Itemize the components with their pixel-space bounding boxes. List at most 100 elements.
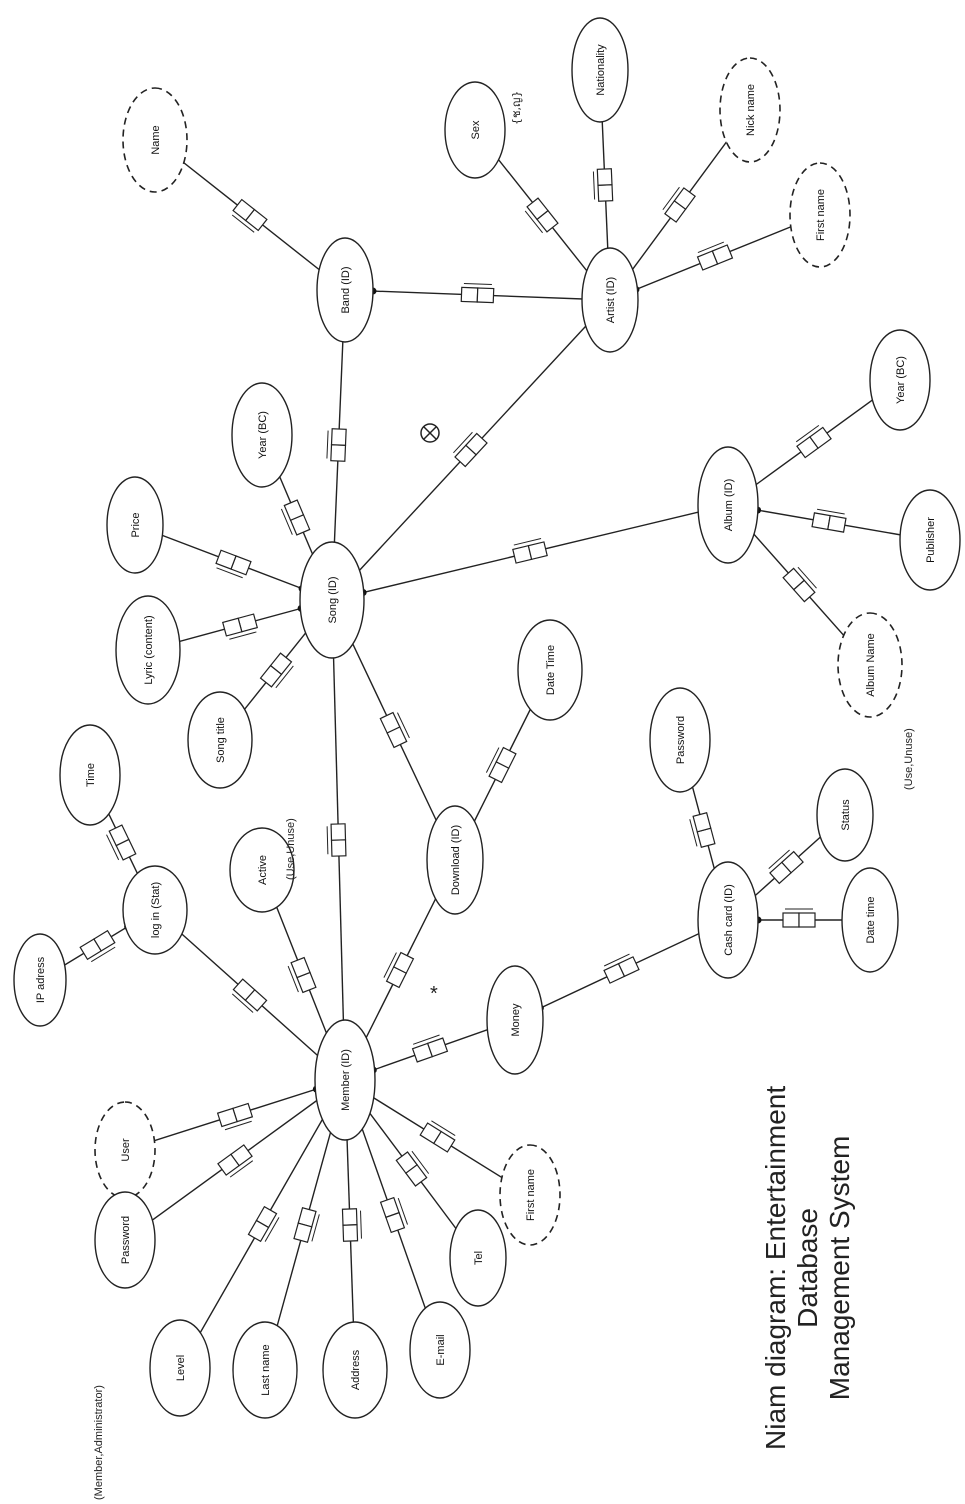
entity-label: Nationality [595,44,607,96]
entity-label: Nick name [745,84,757,136]
role-box-song-artist [452,431,487,467]
entity-band: Band (ID) [317,238,373,342]
role-box-song-year_song [281,500,310,536]
entity-cashcard: Cash card (ID) [698,862,758,978]
caption-line-1: Niam diagram: Entertainment [760,1086,792,1450]
sex-values-note: {ช,ญ} [510,91,523,125]
entity-password_c: Password [650,688,710,792]
entity-nickname: Nick name [720,58,780,162]
entity-label: Level [175,1355,187,1381]
entity-label: log in (Stat) [150,882,162,938]
entity-money: Money [487,966,543,1074]
entity-label: First name [525,1169,537,1221]
entity-lastname: Last name [233,1322,297,1418]
entity-label: Money [510,1003,522,1037]
use-unuse-note-card: (Use,Unuse) [903,728,915,790]
entity-label: Lyric (content) [143,615,155,684]
entity-label: Band (ID) [340,266,352,313]
caption-line-2: Database [792,1086,824,1450]
entity-label: Date time [865,896,877,943]
role-box-member-firstname_m [420,1120,457,1152]
role-box-cashcard-password_c [689,813,715,849]
role-box-cashcard-datetime_c [783,909,815,927]
entity-user: User [95,1102,155,1198]
entity-label: Download (ID) [450,825,462,895]
role-box-member-song [327,824,346,856]
entity-album: Album (ID) [698,447,758,563]
role-box-artist-firstname_a [696,241,732,270]
role-box-member-download [383,951,413,988]
entity-label: Publisher [925,517,937,563]
role-box-member-level [248,1207,280,1244]
caption-line-3: Management System [824,1086,856,1450]
entity-firstname_m: First name [500,1145,560,1245]
entity-email: E-mail [410,1302,470,1398]
role-box-album-albumname [783,566,818,602]
entity-label: Sex [470,120,482,139]
asterisk-mark: * [430,983,438,1005]
entity-label: Year (BC) [257,411,269,459]
entity-label: Address [350,1349,362,1390]
role-box-member-active [287,958,316,994]
entity-label: Price [130,512,142,537]
role-box-login-ipaddr [80,931,117,963]
entity-nationality: Nationality [572,18,628,122]
role-box-song-band [327,429,346,462]
entity-firstname_a: First name [790,163,850,267]
role-box-song-download [380,711,410,748]
role-box-member-address [342,1209,361,1242]
role-box-money-cashcard [602,953,639,983]
entity-label: Tel [473,1251,485,1265]
entity-sex: Sex [445,82,505,178]
entity-login: log in (Stat) [123,866,187,954]
entity-label: E-mail [435,1334,447,1365]
entity-level: Level [150,1320,210,1416]
entity-label: Song (ID) [327,576,339,623]
entity-label: Time [85,763,97,787]
entity-label: User [120,1138,132,1162]
member-admin-note: (Member,Administrator) [93,1385,105,1500]
entity-song: Song (ID) [300,542,364,658]
entity-label: Password [120,1216,132,1264]
entity-year_album: Year (BC) [870,330,930,430]
role-box-song-price [215,550,251,578]
entity-label: Active [257,855,269,885]
entity-label: Last name [260,1344,272,1395]
entity-year_song: Year (BC) [232,383,292,487]
entity-label: Name [150,125,162,154]
entity-password_m: Password [95,1192,155,1288]
entity-time: Time [60,725,120,825]
entity-label: Date Time [545,645,557,695]
entity-albumname: Album Name [838,613,902,717]
role-box-member-user [218,1103,254,1130]
role-box-member-login [231,979,267,1014]
exclusion-symbol [421,424,439,442]
entity-label: Year (BC) [895,356,907,404]
role-box-login-time [106,825,136,862]
diagram-caption: Niam diagram: Entertainment Database Man… [760,1086,856,1450]
entity-publisher: Publisher [900,490,960,590]
role-boxes [80,169,846,1244]
role-box-song-lyric [223,614,259,640]
entity-label: Member (ID) [340,1049,352,1111]
entity-label: Password [675,716,687,764]
entity-label: Cash card (ID) [723,884,735,956]
entity-label: Artist (ID) [605,277,617,323]
entity-songtitle: Song title [188,692,252,788]
entity-status: Status [817,769,873,861]
entity-label: IP adress [35,956,47,1003]
entity-label: First name [815,189,827,241]
role-box-member-lastname [294,1208,320,1244]
entity-lyric: Lyric (content) [116,596,180,704]
entity-download: Download (ID) [427,806,483,914]
entity-label: Album Name [865,633,877,697]
entity-tel: Tel [450,1210,506,1306]
role-box-band-artist [461,283,494,302]
use-unuse-note-member: (Use,Unuse) [285,818,297,880]
role-box-song-album [512,538,547,563]
role-box-member-email [381,1196,409,1232]
role-box-artist-nationality [593,169,612,202]
entity-datetime_dl: Date Time [518,620,582,720]
entity-label: Song title [215,717,227,763]
entity-member: Member (ID) [315,1020,375,1140]
